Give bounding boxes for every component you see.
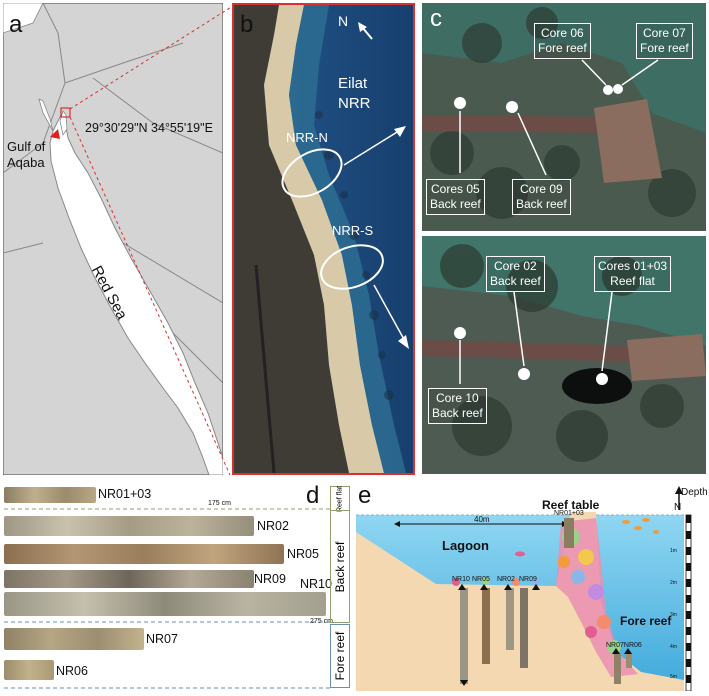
core07-name: Core 07 <box>642 26 686 40</box>
core-label-nr01-03: NR01+03 <box>98 487 152 501</box>
panel-a-map: a 29°30'29"N 34°55'19"E Gulf of Aqaba Re… <box>2 2 224 476</box>
depth-tick-3m: 3m <box>670 612 677 618</box>
red-sea-map <box>2 2 224 476</box>
drone-photo-south <box>422 236 706 474</box>
nrr-s-label: NRR-S <box>332 223 374 238</box>
panel-d-cores: d NR01+03 175 cm NR02 NR05 NR09 NR10 275… <box>0 482 352 691</box>
core-label-nr10: NR10 <box>300 577 332 591</box>
site-coordinates: 29°30'29"N 34°55'19"E <box>85 121 213 135</box>
core10-name: Core 10 <box>436 391 479 405</box>
fore-reef-label: Fore reef <box>620 614 672 628</box>
panel-e-cross-section: e Reef table NR01+03 40m Lagoon Fore ree… <box>356 482 709 692</box>
nrr-n-label: NRR-N <box>286 130 328 145</box>
core-strip-nr02 <box>4 516 254 536</box>
core01-03-name: Cores 01+03 <box>598 259 668 273</box>
core-strip-nr06 <box>4 660 54 680</box>
depth-tick-4m: 4m <box>670 644 677 650</box>
core-label-nr05-e: NR05 <box>472 576 490 583</box>
core-label-nr10-e: NR10 <box>452 576 470 583</box>
bottom-photo-pointers <box>454 291 613 385</box>
label-box-core09: Core 09 Back reef <box>512 179 571 215</box>
core-label-top: NR01+03 <box>554 510 584 517</box>
core-strip-nr07 <box>4 628 144 650</box>
zone-label-fore-reef: Fore reef <box>333 631 347 681</box>
core-strip-nr01-03 <box>4 487 96 503</box>
core-label-nr02-e: NR02 <box>497 576 515 583</box>
north-arrow-label: N <box>338 13 349 29</box>
core-label-nr09-e: NR09 <box>519 576 537 583</box>
label-box-core01-03: Cores 01+03 Reef flat <box>594 256 672 292</box>
core10-zone: Back reef <box>432 406 483 420</box>
top-photo-pointers <box>454 59 659 176</box>
site-name-line1: Eilat <box>338 75 368 92</box>
gulf-label-line1: Gulf of <box>7 139 46 154</box>
core-strip-nr10 <box>4 592 326 616</box>
zone-divider-lines <box>4 508 330 689</box>
panel-label-c: c <box>430 5 442 32</box>
aerial-photo <box>234 5 413 473</box>
lagoon-label: Lagoon <box>442 538 489 553</box>
depth-tick-2m: 2m <box>670 580 677 586</box>
core-label-nr06: NR06 <box>56 664 88 678</box>
panel-b-aerial: b N Eilat NRR NRR-N NRR-S <box>232 3 415 475</box>
label-box-core06: Core 06 Fore reef <box>534 23 591 59</box>
scale-label-175: 175 cm <box>208 500 231 507</box>
site-name-line2: NRR <box>338 95 371 112</box>
depth-tick-1m: 1m <box>670 548 677 554</box>
zone-box-back-reef: Back reef <box>330 510 350 623</box>
zone-label-reef-flat: Reef flat <box>336 485 344 512</box>
core-label-nr07: NR07 <box>146 632 178 646</box>
label-box-core02: Core 02 Back reef <box>486 256 545 292</box>
label-box-core05: Cores 05 Back reef <box>426 179 485 215</box>
core09-zone: Back reef <box>516 197 567 211</box>
reef-table-label: Reef table <box>542 498 600 512</box>
label-box-core10: Core 10 Back reef <box>428 388 487 424</box>
north-label: N <box>674 502 682 513</box>
core-strip-nr09 <box>4 570 254 588</box>
distance-label: 40m <box>474 515 490 524</box>
core07-zone: Fore reef <box>640 41 689 55</box>
panel-c-bottom-photo: Core 02 Back reef Cores 01+03 Reef flat … <box>422 236 706 474</box>
core05-name: Cores 05 <box>431 182 480 196</box>
core-label-fore-e: NR07NR06 <box>606 642 642 649</box>
zone-label-back-reef: Back reef <box>333 541 347 592</box>
panel-label-a: a <box>9 11 23 38</box>
panel-label-b: b <box>240 11 254 38</box>
core09-name: Core 09 <box>520 182 563 196</box>
zone-box-reef-flat: Reef flat <box>330 485 350 512</box>
core-strip-nr05 <box>4 544 284 564</box>
label-box-core07: Core 07 Fore reef <box>636 23 693 59</box>
site-marker-triangle <box>50 129 60 139</box>
core-label-nr09: NR09 <box>254 572 286 586</box>
panel-c-top-photo: c Core 06 Fore reef Core 07 Fore reef Co… <box>422 3 706 231</box>
gulf-label-line2: Aqaba <box>7 155 45 170</box>
zone-box-fore-reef: Fore reef <box>330 624 350 688</box>
reef-cross-section <box>356 486 692 692</box>
core05-zone: Back reef <box>430 197 481 211</box>
core06-name: Core 06 <box>540 26 584 40</box>
core-label-nr02: NR02 <box>257 519 289 533</box>
core06-zone: Fore reef <box>538 41 587 55</box>
core02-zone: Back reef <box>490 274 541 288</box>
core-label-nr05: NR05 <box>287 547 319 561</box>
core01-03-zone: Reef flat <box>610 274 655 288</box>
core02-name: Core 02 <box>494 259 537 273</box>
depth-label: Depth <box>681 487 708 498</box>
depth-tick-5m: 5m <box>670 674 677 680</box>
panel-label-e: e <box>358 482 372 509</box>
drone-photo-north <box>422 3 706 231</box>
panel-label-d: d <box>306 482 320 509</box>
